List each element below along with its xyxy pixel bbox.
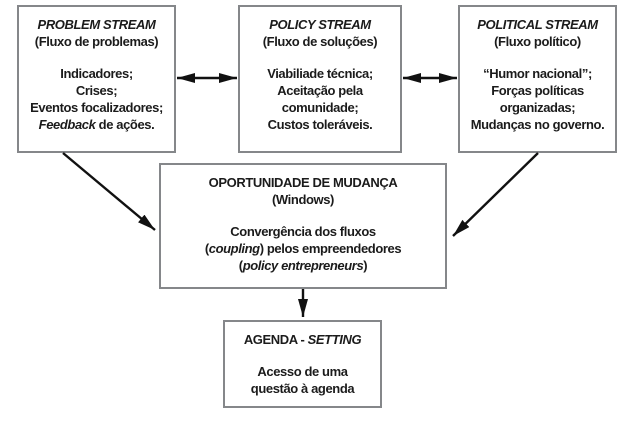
problem-item: Indicadores; [60,66,133,81]
political-stream-title: POLITICAL STREAM [477,17,598,32]
policy-stream-subtitle: (Fluxo de soluções) [262,34,378,49]
political-item: organizadas; [499,100,576,115]
problem-item: Eventos focalizadores; [30,100,163,115]
window-subtitle: (Windows) [272,192,334,207]
problem-item-rest: de ações. [95,117,155,132]
problem-stream-title: PROBLEM STREAM [37,17,156,32]
window-line-pre: ( [204,241,209,256]
agenda-title-regular: AGENDA - [243,332,308,347]
political-stream-items: “Humor nacional”; Forças políticas organ… [460,65,615,133]
policy-item: Viabiliade técnica; [267,66,373,81]
agenda-title-italic: SETTING [307,332,362,347]
political-stream-subtitle: (Fluxo político) [494,34,581,49]
policy-item: Aceitação pela [277,83,363,98]
policy-stream-box: POLICY STREAM (Fluxo de soluções) Viabil… [238,5,402,153]
problem-item: Crises; [75,83,118,98]
policy-item: Custos toleráveis. [267,117,373,132]
window-line: Convergência dos fluxos [230,224,376,239]
window-line: (policy entrepreneurs) [161,257,445,274]
window-line-rest: ) pelos empreendedores [259,241,402,256]
window-title: OPORTUNIDADE DE MUDANÇA [208,175,398,190]
political-item: Mudanças no governo. [470,117,605,132]
problem-stream-box: PROBLEM STREAM (Fluxo de problemas) Indi… [17,5,176,153]
arrow-political-to-window [452,152,539,237]
policy-stream-items: Viabiliade técnica; Aceitação pela comun… [240,65,400,133]
window-line: (coupling) pelos empreendedores [161,240,445,257]
agenda-setting-box: AGENDA - SETTING Acesso de uma questão à… [223,320,382,408]
political-item: Forças políticas [491,83,584,98]
window-line-post: ) [363,258,368,273]
arrow-problem-to-window [62,152,156,231]
agenda-title: AGENDA - SETTING [225,331,380,348]
window-line-italic-word: policy entrepreneurs [242,258,364,273]
problem-stream-items: Indicadores; Crises; Eventos focalizador… [19,65,174,133]
problem-item-italic-word: Feedback [38,117,96,132]
political-item: “Humor nacional”; [483,66,592,81]
problem-item: Feedback de ações. [19,116,174,133]
policy-item: comunidade; [281,100,359,115]
opportunity-window-box: OPORTUNIDADE DE MUDANÇA (Windows) Conver… [159,163,447,289]
political-stream-box: POLITICAL STREAM (Fluxo político) “Humor… [458,5,617,153]
window-body: Convergência dos fluxos (coupling) pelos… [161,223,445,274]
agenda-body: Acesso de uma questão à agenda [225,363,380,397]
agenda-line: Acesso de uma [257,364,348,379]
window-line-pre: ( [238,258,243,273]
agenda-line: questão à agenda [250,381,355,396]
policy-stream-title: POLICY STREAM [269,17,371,32]
problem-stream-subtitle: (Fluxo de problemas) [34,34,159,49]
window-line-italic-word: coupling [208,241,260,256]
